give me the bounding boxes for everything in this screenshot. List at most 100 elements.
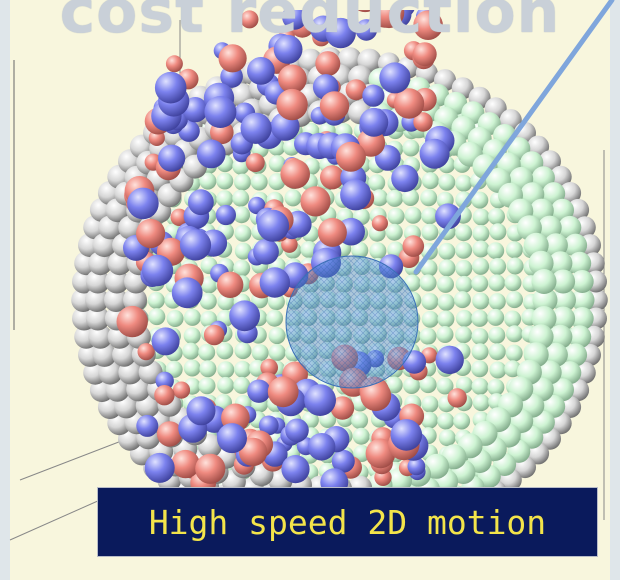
sphere-particle [387, 207, 405, 225]
sphere-particle [245, 153, 265, 173]
sphere-particle [104, 269, 129, 294]
sphere-particle [438, 429, 456, 447]
sphere-particle [357, 10, 373, 13]
sphere-particle [505, 344, 523, 362]
sphere-particle [471, 191, 489, 209]
sphere-particle [419, 274, 437, 292]
sphere-particle [455, 224, 473, 242]
sphere-particle [258, 415, 279, 436]
sphere-particle [437, 310, 455, 328]
sphere-particle [505, 241, 523, 259]
sphere-particle [436, 377, 454, 395]
sphere-particle [489, 258, 507, 275]
sphere-particle [198, 343, 216, 361]
sphere-particle [158, 144, 186, 172]
sphere-particle [345, 79, 367, 101]
sphere-particle [317, 217, 347, 247]
sphere-particle [280, 159, 311, 189]
sphere-particle [112, 342, 137, 367]
sphere-particle [371, 215, 388, 232]
sphere-particle [455, 309, 473, 327]
sphere-particle [179, 229, 212, 261]
sphere-particle [564, 233, 588, 257]
sphere-particle [393, 88, 425, 119]
sphere-particle [199, 292, 217, 310]
sphere-particle [284, 189, 302, 207]
sphere-particle [402, 189, 419, 206]
sphere-particle [487, 378, 505, 396]
sphere-particle [233, 376, 251, 394]
sphere-particle [471, 343, 489, 361]
sphere-particle [259, 267, 290, 298]
sphere-particle [487, 242, 505, 260]
sphere-particle [171, 449, 200, 479]
sphere-particle [352, 427, 370, 445]
sphere-particle [531, 269, 557, 294]
sphere-particle [570, 307, 594, 330]
sphere-particle [386, 189, 404, 207]
sphere-particle [335, 141, 366, 172]
sphere-particle [183, 308, 201, 326]
sphere-particle [412, 42, 437, 67]
sphere-particle [151, 327, 180, 356]
sphere-particle [234, 342, 252, 360]
sphere-particle [420, 189, 438, 207]
sphere-particle [200, 276, 218, 294]
sphere-particle [183, 359, 201, 377]
sphere-particle [123, 288, 147, 312]
sphere-particle [472, 240, 490, 258]
sphere-particle [437, 275, 454, 293]
sphere-particle [532, 287, 558, 313]
sphere-particle [385, 376, 403, 394]
sphere-particle [304, 384, 336, 416]
sphere-particle [551, 269, 576, 294]
sphere-particle [330, 396, 355, 420]
sphere-particle [351, 241, 369, 259]
sphere-particle [278, 64, 307, 94]
sphere-particle [195, 453, 226, 484]
sphere-particle [558, 215, 582, 239]
sphere-particle [369, 242, 387, 260]
sphere-particle [447, 388, 467, 408]
sphere-particle [137, 343, 155, 361]
sphere-particle [216, 172, 234, 190]
sphere-particle [215, 204, 236, 226]
sphere-particle [506, 257, 524, 275]
sphere-particle [282, 10, 308, 30]
sphere-particle [471, 275, 489, 292]
sphere-particle [360, 380, 392, 412]
sphere-particle [404, 206, 422, 224]
sphere-particle [504, 274, 522, 292]
sphere-particle [247, 57, 275, 85]
sphere-particle [435, 345, 464, 375]
sphere-particle [217, 361, 235, 379]
sphere-particle [141, 254, 174, 287]
sphere-particle [559, 182, 582, 204]
sphere-particle [253, 238, 279, 265]
sphere-particle [234, 360, 252, 378]
sphere-particle [136, 414, 159, 437]
sphere-particle [204, 96, 237, 128]
sphere-particle [154, 385, 175, 406]
sphere-particle [437, 412, 455, 430]
sphere-particle [351, 412, 369, 429]
sphere-particle [144, 452, 175, 483]
sphere-particle [233, 206, 251, 224]
sphere-particle [234, 224, 252, 242]
sphere-particle [268, 344, 286, 361]
sphere-particle [488, 274, 506, 292]
sphere-particle [489, 223, 507, 241]
sphere-particle [85, 288, 109, 312]
sphere-particle [198, 377, 216, 395]
sphere-particle [365, 438, 396, 469]
sphere-particle [171, 277, 203, 309]
sphere-particle [218, 44, 247, 73]
sphere-particle [199, 360, 217, 378]
sphere-particle [548, 324, 573, 349]
sphere-particle [421, 411, 438, 429]
sphere-particle [471, 309, 489, 327]
sphere-particle [196, 139, 226, 169]
sphere-particle [257, 209, 290, 242]
sphere-particle [156, 421, 183, 447]
